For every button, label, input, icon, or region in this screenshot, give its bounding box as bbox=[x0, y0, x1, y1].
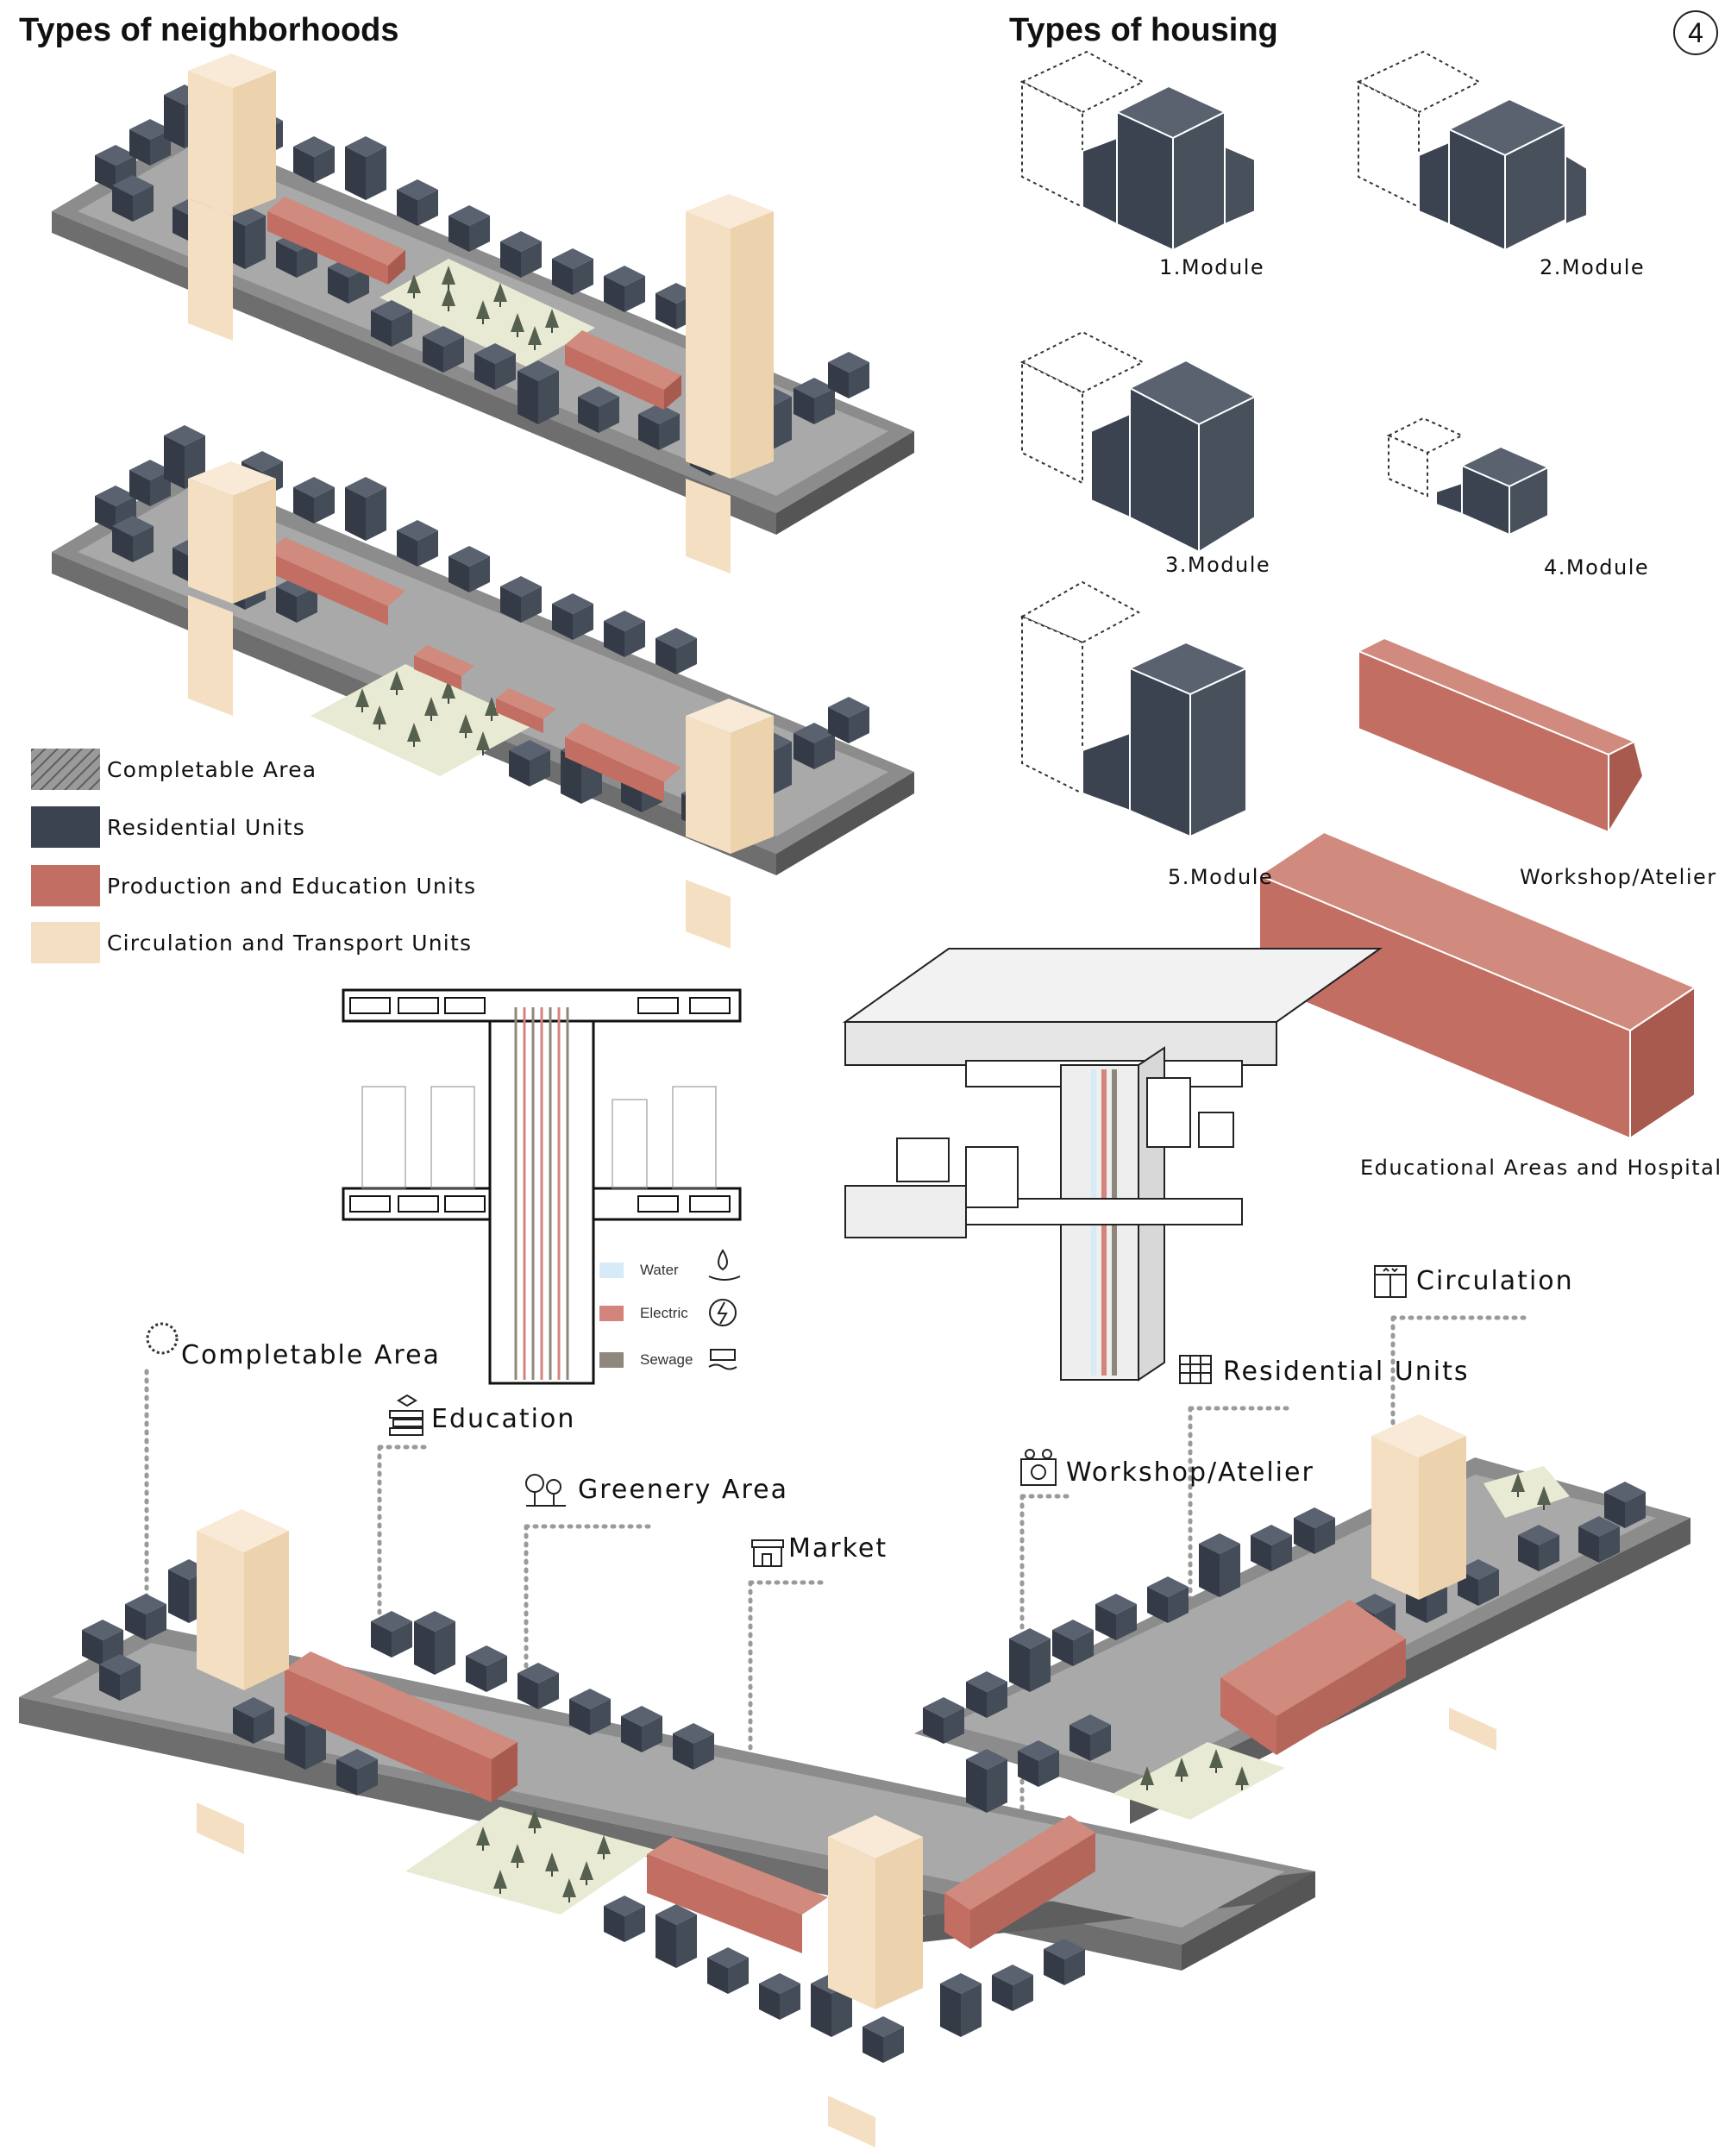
legend-label: Residential Units bbox=[107, 815, 305, 840]
legend-label: Circulation and Transport Units bbox=[107, 931, 473, 956]
callout-workshop: Workshop/Atelier bbox=[1066, 1457, 1314, 1488]
legend-swatch bbox=[31, 806, 100, 848]
electric-label: Electric bbox=[640, 1305, 688, 1321]
module-4-label: 4.Module bbox=[1544, 555, 1650, 580]
educational-drawing bbox=[1257, 830, 1697, 1140]
callout-greenery: Greenery Area bbox=[578, 1475, 788, 1505]
workshop-drawing bbox=[1356, 636, 1645, 836]
water-icon bbox=[708, 1249, 741, 1281]
completable-icon bbox=[146, 1322, 179, 1355]
utility-axonometric-drawing bbox=[842, 948, 1383, 1382]
neighborhood-2 bbox=[52, 425, 914, 949]
greenery-icon bbox=[525, 1474, 566, 1507]
module-5-label: 5.Module bbox=[1168, 865, 1274, 889]
module-3-label: 3.Module bbox=[1165, 553, 1271, 577]
module-2-drawing bbox=[1356, 50, 1588, 252]
callout-circulation: Circulation bbox=[1416, 1266, 1574, 1296]
workshop-icon bbox=[1020, 1449, 1057, 1486]
callout-completable: Completable Area bbox=[181, 1340, 441, 1370]
legend-label: Completable Area bbox=[107, 757, 317, 782]
electric-icon bbox=[709, 1299, 737, 1326]
legend-swatch bbox=[31, 922, 100, 963]
sewage-swatch bbox=[599, 1352, 624, 1368]
module-5-drawing bbox=[1019, 580, 1249, 838]
callout-education: Education bbox=[431, 1404, 576, 1434]
market-icon bbox=[751, 1539, 784, 1567]
legend-hatch-swatch bbox=[31, 749, 100, 790]
water-label: Water bbox=[640, 1262, 679, 1278]
water-swatch bbox=[599, 1263, 624, 1278]
legend-swatch bbox=[31, 865, 100, 906]
module-3-drawing bbox=[1019, 330, 1258, 554]
module-2-label: 2.Module bbox=[1540, 255, 1646, 279]
module-4-drawing bbox=[1386, 417, 1551, 536]
residential-icon bbox=[1179, 1355, 1212, 1384]
utility-section-drawing bbox=[342, 988, 742, 1385]
neighborhood-1 bbox=[52, 53, 914, 573]
module-1-drawing bbox=[1019, 50, 1256, 252]
workshop-label: Workshop/Atelier bbox=[1520, 865, 1717, 889]
educational-label: Educational Areas and Hospital bbox=[1360, 1156, 1722, 1180]
legend-label: Production and Education Units bbox=[107, 874, 477, 899]
callout-market: Market bbox=[788, 1533, 888, 1564]
education-icon bbox=[389, 1394, 423, 1436]
housing-title: Types of housing bbox=[1009, 12, 1278, 48]
sewage-label: Sewage bbox=[640, 1351, 693, 1368]
neighborhood-3 bbox=[19, 1414, 1690, 2147]
electric-swatch bbox=[599, 1306, 624, 1321]
sewage-icon bbox=[708, 1349, 737, 1370]
circulation-icon bbox=[1374, 1265, 1407, 1298]
neighborhoods-title: Types of neighborhoods bbox=[19, 12, 399, 48]
page-number-badge: 4 bbox=[1673, 10, 1718, 55]
module-1-label: 1.Module bbox=[1159, 255, 1265, 279]
callout-residential: Residential Units bbox=[1223, 1357, 1470, 1387]
